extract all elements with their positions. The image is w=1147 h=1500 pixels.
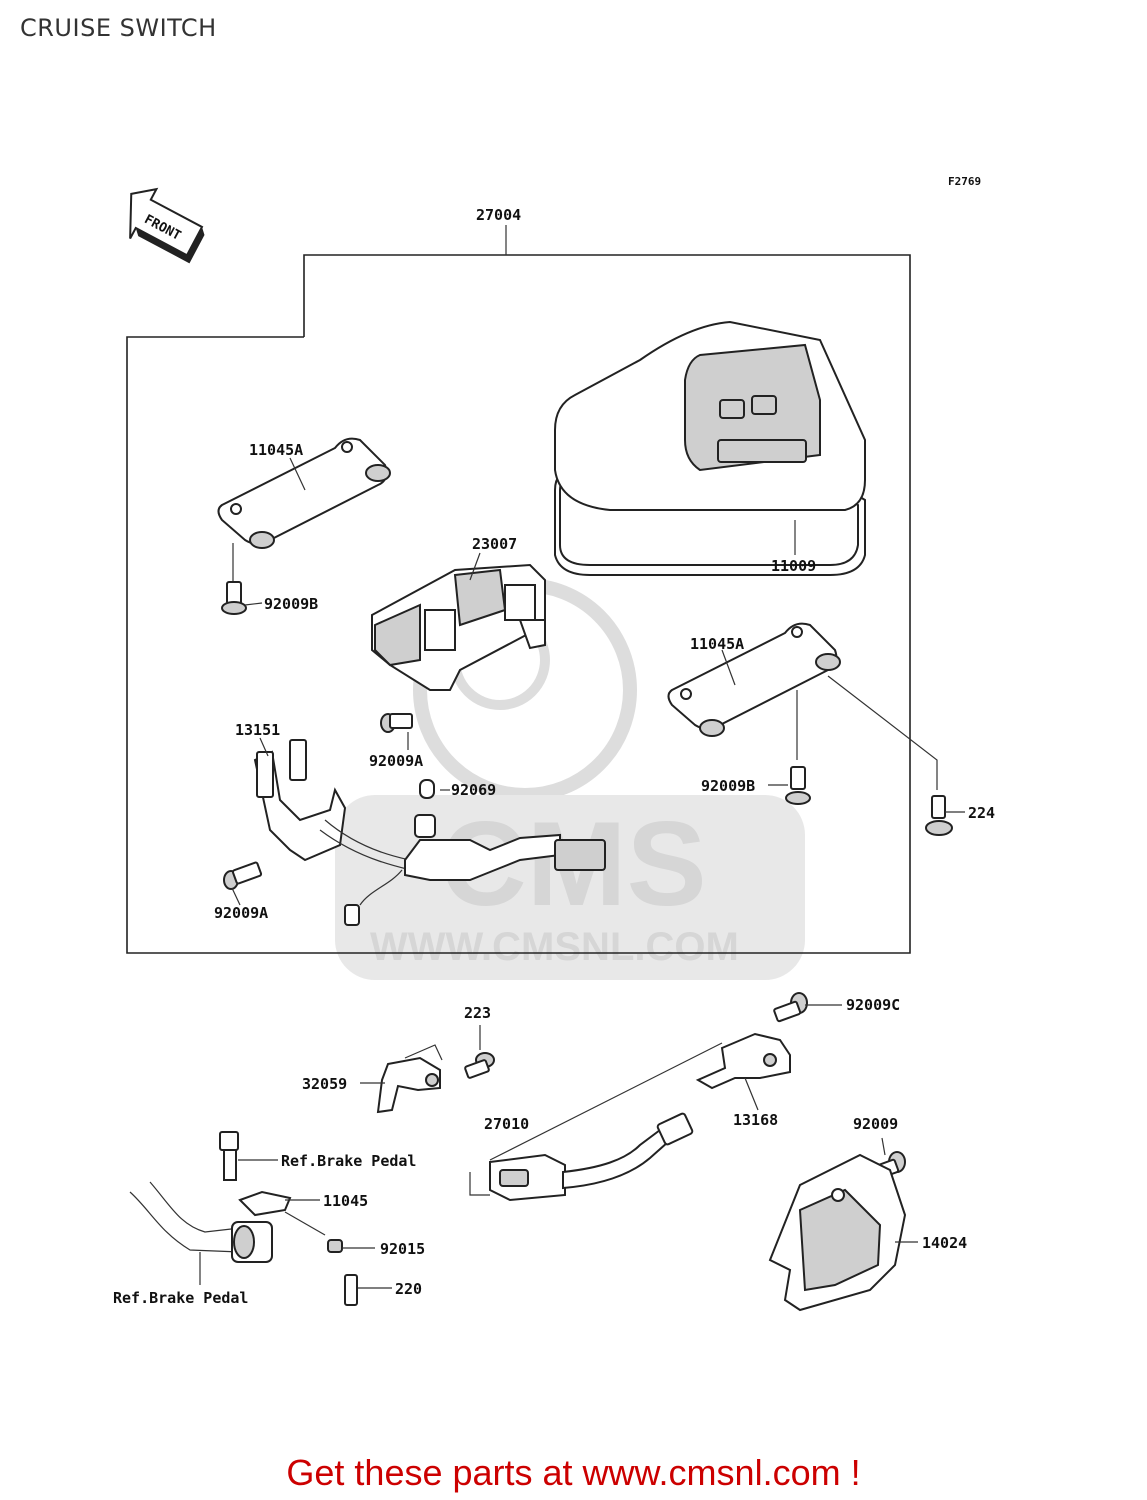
callout-92009a-mid: 92009A xyxy=(369,752,423,770)
callout-224: 224 xyxy=(968,804,995,822)
callout-92015: 92015 xyxy=(380,1240,425,1258)
bolt-92009b-left xyxy=(221,543,247,615)
cover-14024 xyxy=(768,1153,907,1312)
switch-housing-23007 xyxy=(371,563,546,691)
callout-92009b-left: 92009B xyxy=(264,595,318,613)
promo-banner[interactable]: Get these parts at www.cmsnl.com ! xyxy=(286,1452,861,1493)
callout-ref-brake-pedal-upper: Ref.Brake Pedal xyxy=(281,1152,416,1170)
bracket-32059 xyxy=(376,1044,443,1114)
bolt-92009a-low xyxy=(223,861,263,890)
brake-pedal-assembly xyxy=(129,1131,358,1306)
callout-92009c: 92009C xyxy=(846,996,900,1014)
bracket-11045a-lower xyxy=(667,622,841,737)
callout-92069: 92069 xyxy=(451,781,496,799)
screw-224 xyxy=(827,675,953,836)
bracket-13168 xyxy=(695,1032,791,1090)
figure-code: F2769 xyxy=(948,175,981,188)
bracket-11045a-upper xyxy=(217,437,391,549)
grommet-92069 xyxy=(419,779,435,799)
bolt-92009b-right xyxy=(785,690,811,805)
callout-11045: 11045 xyxy=(323,1192,368,1210)
callout-11009: 11009 xyxy=(771,557,816,575)
bolt-92009c xyxy=(773,992,808,1023)
callout-27010: 27010 xyxy=(484,1115,529,1133)
cover-11009 xyxy=(554,320,866,576)
callout-13168: 13168 xyxy=(733,1111,778,1129)
front-arrow-icon: FRONT xyxy=(129,187,205,264)
callout-32059: 32059 xyxy=(302,1075,347,1093)
callout-labels: 27004 11045A 11009 92009B 23007 11045A 1… xyxy=(113,206,995,1307)
kit-frame xyxy=(126,225,911,954)
bolt-223 xyxy=(464,1052,495,1079)
switch-27010 xyxy=(469,1042,723,1202)
watermark-url: WWW.CMSNL.COM xyxy=(370,925,739,969)
callout-13151: 13151 xyxy=(235,721,280,739)
page-title: CRUISE SWITCH xyxy=(20,14,217,42)
bolt-92009a-mid xyxy=(380,713,413,750)
callout-220: 220 xyxy=(395,1280,422,1298)
callout-92009a-low: 92009A xyxy=(214,904,268,922)
callout-23007: 23007 xyxy=(472,535,517,553)
harness-13151 xyxy=(253,739,606,926)
callout-14024: 14024 xyxy=(922,1234,967,1252)
callout-92009b-right: 92009B xyxy=(701,777,755,795)
callout-11045a-upper: 11045A xyxy=(249,441,303,459)
callout-ref-brake-pedal-lower: Ref.Brake Pedal xyxy=(113,1289,248,1307)
callout-27004: 27004 xyxy=(476,206,521,224)
callout-11045a-lower: 11045A xyxy=(690,635,744,653)
leader-lines xyxy=(231,457,965,1289)
callout-92009: 92009 xyxy=(853,1115,898,1133)
callout-223: 223 xyxy=(464,1004,491,1022)
